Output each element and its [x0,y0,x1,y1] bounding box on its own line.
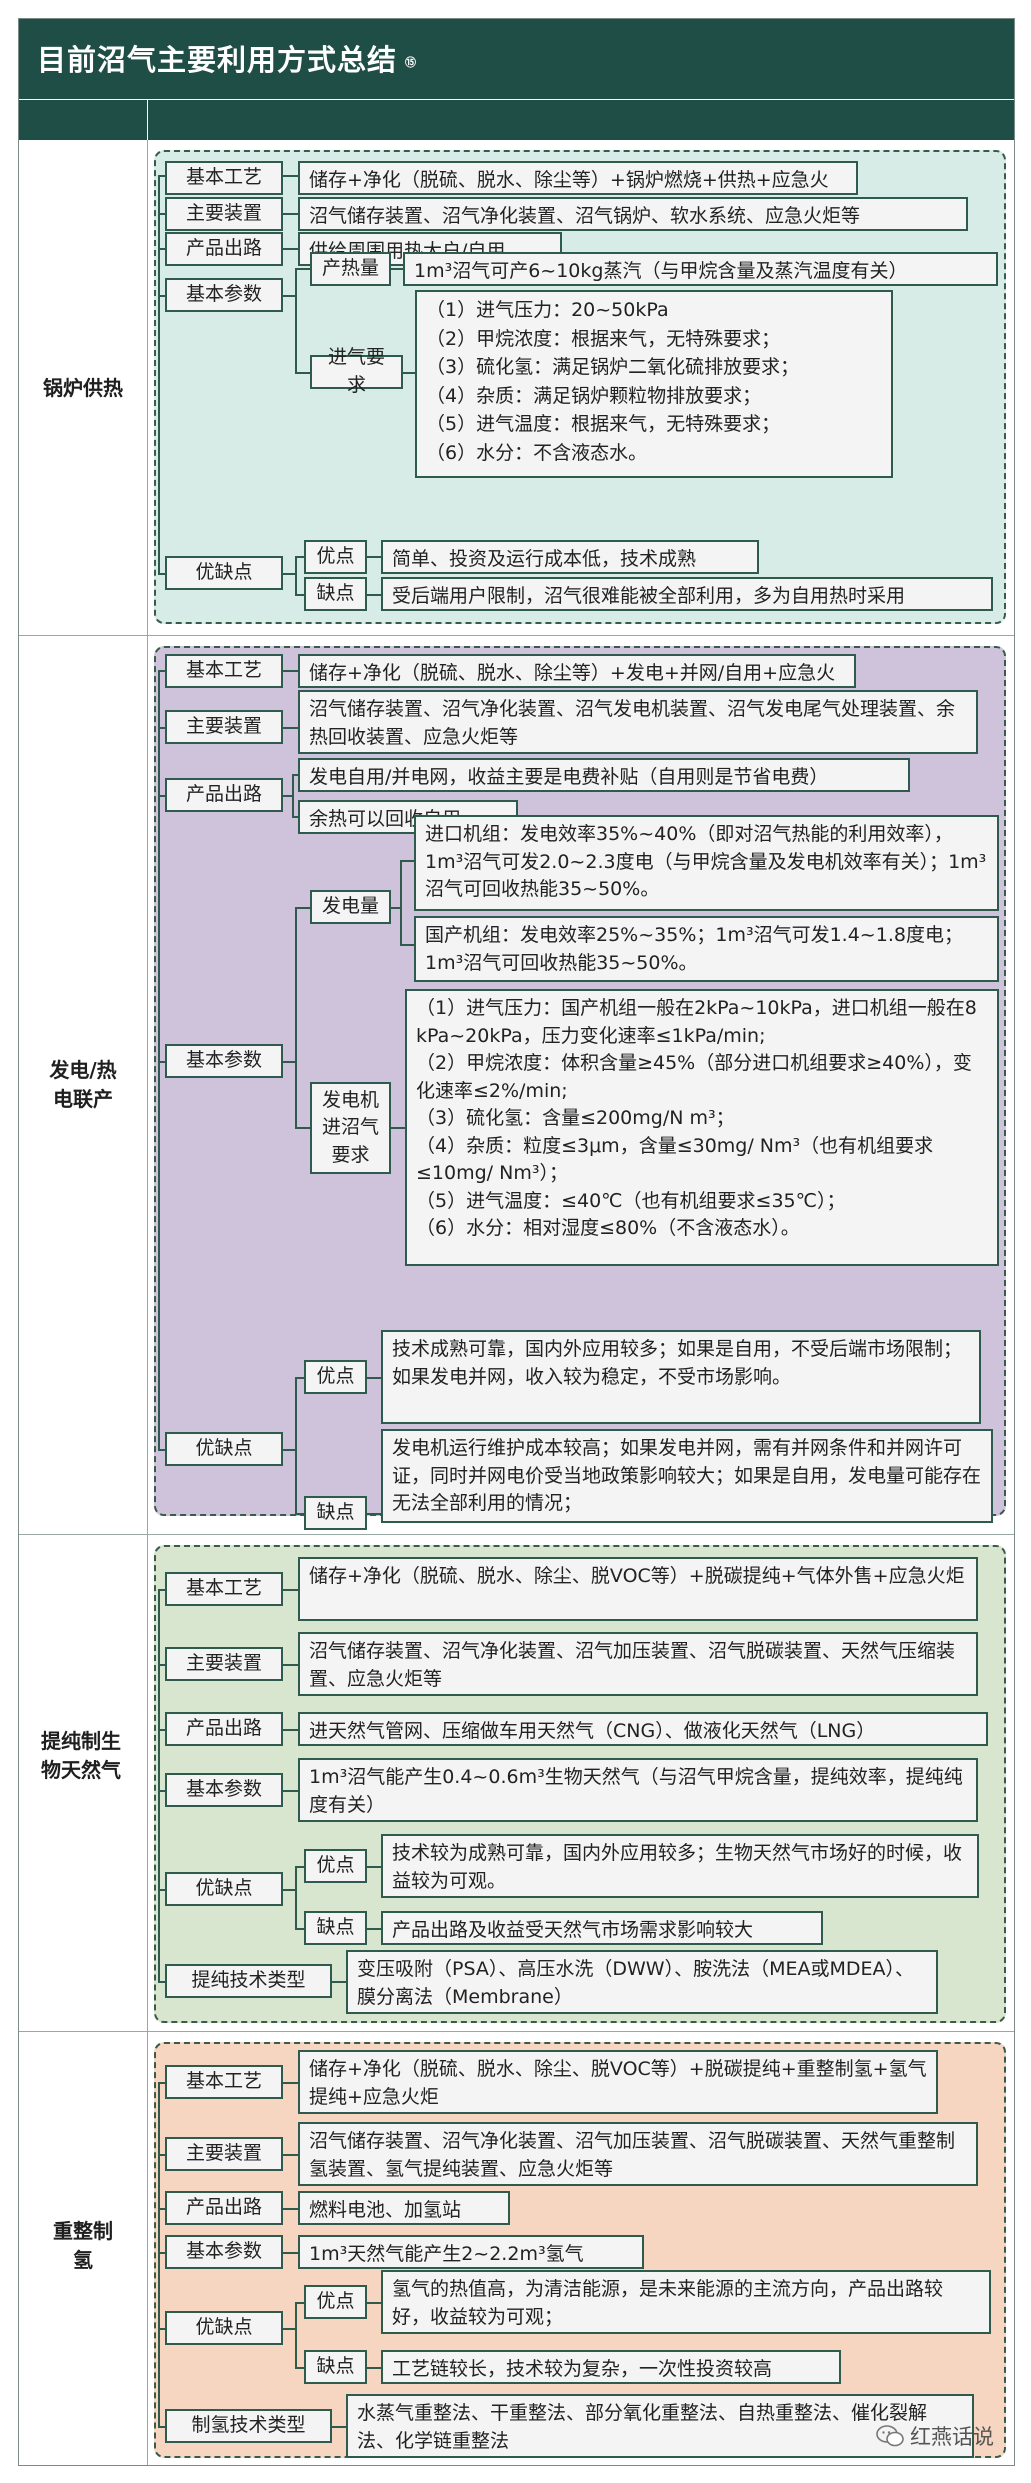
power-gen-import: 进口机组：发电效率35%~40%（即对沼气热能的利用效率），1m³沼气可发2.0… [414,815,999,911]
section-label-biomethane: 提纯制生物天然气 [19,1535,148,2032]
bio-outlet-text: 进天然气管网、压缩做车用天然气（CNG）、做液化天然气（LNG） [298,1712,988,1746]
bio-pros-label: 优点 [304,1849,367,1883]
h2-outlet-text: 燃料电池、加氢站 [298,2191,510,2225]
h2-equip-label: 主要装置 [165,2137,283,2171]
power-gen-label: 发电量 [310,890,391,924]
section-label-boiler: 锅炉供热 [19,140,148,636]
mind-map-frame: 目前沼气主要利用方式总结 ⑮ 锅炉供热 [18,18,1015,2466]
boiler-heat-text: 1m³沼气可产6~10kg蒸汽（与甲烷含量及蒸汽温度有关） [403,252,998,286]
power-equip-label: 主要装置 [165,710,283,744]
power-inlet-label: 发电机进沼气要求 [310,1082,391,1174]
watermark-text: 红燕话说 [910,2425,994,2449]
section-area-biomethane: 基本工艺 储存+净化（脱硫、脱水、除尘、脱VOC等）+脱碳提纯+气体外售+应急火… [148,1535,1014,2032]
section-area-boiler: 基本工艺 储存+净化（脱硫、脱水、除尘等）+锅炉燃烧+供热+应急火炬 主要装置 … [148,140,1014,636]
h2-equip-text: 沼气储存装置、沼气净化装置、沼气加压装置、沼气脱碳装置、天然气重整制氢装置、氢气… [298,2122,978,2186]
bio-equip-label: 主要装置 [165,1647,283,1681]
column-header-row [19,99,1014,140]
boiler-proscons-label: 优缺点 [165,556,283,590]
boiler-inlet-5: （5）进气温度：根据来气，无特殊要求； [426,413,781,435]
boiler-equip-label: 主要装置 [165,197,283,231]
bio-cons-text: 产品出路及收益受天然气市场需求影响较大 [381,1911,823,1945]
section-label-hydrogen: 重整制氢 [19,2032,148,2465]
section-title-power: 发电/热电联产 [49,1058,117,1111]
boiler-inlet-label: 进气要求 [310,346,403,396]
power-cons-text: 发电机运行维护成本较高；如果发电并网，需有并网条件和并网许可证，同时并网电价受当… [381,1429,993,1523]
section-area-power: 基本工艺 储存+净化（脱硫、脱水、除尘等）+发电+并网/自用+应急火炬 主要装置… [148,636,1014,1535]
bio-outlet-label: 产品出路 [165,1712,283,1746]
power-inlet-1: （1）进气压力：国产机组一般在2kPa~10kPa，进口机组一般在8 kPa~2… [416,997,977,1047]
h2-params-text: 1m³天然气能产生2~2.2m³氢气 [298,2235,644,2269]
page-title: 目前沼气主要利用方式总结 ⑮ [37,37,417,79]
power-outlet-text-1: 发电自用/并电网，收益主要是电费补贴（自用则是节省电费） [298,758,910,792]
boiler-equip-text: 沼气储存装置、沼气净化装置、沼气锅炉、软水系统、应急火炬等 [298,197,968,231]
title-bar: 目前沼气主要利用方式总结 ⑮ [19,19,1014,99]
bio-tech-text: 变压吸附（PSA）、高压水洗（DWW）、胺洗法（MEA或MDEA）、膜分离法（M… [346,1950,938,2014]
bio-process-label: 基本工艺 [165,1572,283,1606]
section-label-power: 发电/热电联产 [19,636,148,1535]
boiler-cons-label: 缺点 [304,577,367,611]
panel-power: 基本工艺 储存+净化（脱硫、脱水、除尘等）+发电+并网/自用+应急火炬 主要装置… [154,646,1006,1530]
section-title-hydrogen: 重整制氢 [53,2219,113,2272]
h2-tech-text: 水蒸气重整法、干重整法、部分氧化重整法、自热重整法、催化裂解法、化学链重整法 [346,2394,974,2458]
h2-pros-label: 优点 [304,2285,367,2319]
bio-params-text: 1m³沼气能产生0.4~0.6m³生物天然气（与沼气甲烷含量，提纯效率，提纯纯度… [298,1758,978,1822]
page-title-text: 目前沼气主要利用方式总结 [37,43,398,77]
boiler-process-text: 储存+净化（脱硫、脱水、除尘等）+锅炉燃烧+供热+应急火炬 [298,161,858,219]
section-area-hydrogen: 基本工艺 储存+净化（脱硫、脱水、除尘、脱VOC等）+脱碳提纯+重整制氢+氢气提… [148,2032,1014,2465]
power-process-text: 储存+净化（脱硫、脱水、除尘等）+发电+并网/自用+应急火炬 [298,654,856,712]
power-pros-text: 技术成熟可靠，国内外应用较多；如果是自用，不受后端市场限制；如果发电并网，收入较… [381,1330,981,1424]
h2-pros-text: 氢气的热值高，为清洁能源，是未来能源的主流方向，产品出路较好，收益较为可观； [381,2270,991,2334]
power-outlet-label: 产品出路 [165,778,283,812]
power-inlet-3: （3）硫化氢：含量≤200mg/N m³； [416,1107,735,1130]
boiler-outlet-label: 产品出路 [165,232,283,266]
boiler-cons-text: 受后端用户限制，沼气很难能被全部利用，多为自用热时采用 [381,577,993,611]
boiler-inlet-1: （1）进气压力：20~50kPa [426,299,669,321]
note-icon: ⑮ [405,56,418,69]
power-inlet-5: （5）进气温度：≤40℃（也有机组要求≤35℃）； [416,1189,846,1212]
panel-hydrogen: 基本工艺 储存+净化（脱硫、脱水、除尘、脱VOC等）+脱碳提纯+重整制氢+氢气提… [154,2042,1006,2458]
boiler-pros-label: 优点 [304,540,367,574]
h2-cons-text: 工艺链较长，技术较为复杂，一次性投资较高 [381,2350,841,2384]
power-pros-label: 优点 [304,1360,367,1394]
bio-cons-label: 缺点 [304,1911,367,1945]
power-gen-domestic: 国产机组：发电效率25%~35%；1m³沼气可发1.4~1.8度电；1m³沼气可… [414,916,999,982]
boiler-inlet-3: （3）硫化氢：满足锅炉二氧化硫排放要求； [426,356,800,378]
boiler-inlet-4: （4）杂质：满足锅炉颗粒物排放要求； [426,384,762,407]
watermark: 红燕话说 [876,2421,994,2451]
power-params-label: 基本参数 [165,1044,283,1078]
boiler-params-label: 基本参数 [165,278,283,312]
power-inlet-4: （4）杂质：粒度≤3μm，含量≤30mg/ Nm³（也有机组要求≤10mg/ N… [416,1134,934,1185]
boiler-pros-text: 简单、投资及运行成本低，技术成熟 [381,540,759,574]
bio-pros-text: 技术较为成熟可靠，国内外应用较多；生物天然气市场好的时候，收益较为可观。 [381,1834,979,1898]
power-process-label: 基本工艺 [165,654,283,688]
power-proscons-label: 优缺点 [165,1432,283,1466]
boiler-inlet-list: （1）进气压力：20~50kPa （2）甲烷浓度：根据来气，无特殊要求； （3）… [415,290,893,478]
power-cons-label: 缺点 [304,1496,367,1530]
power-inlet-6: （6）水分：相对湿度≤80%（不含液态水）。 [416,1217,800,1240]
power-inlet-list: （1）进气压力：国产机组一般在2kPa~10kPa，进口机组一般在8 kPa~2… [405,989,999,1266]
wechat-icon [876,2425,904,2447]
h2-outlet-label: 产品出路 [165,2191,283,2225]
bio-proscons-label: 优缺点 [165,1872,283,1906]
bio-equip-text: 沼气储存装置、沼气净化装置、沼气加压装置、沼气脱碳装置、天然气压缩装置、应急火炬… [298,1632,978,1696]
boiler-process-label: 基本工艺 [165,161,283,195]
power-inlet-2: （2）甲烷浓度：体积含量≥45%（部分进口机组要求≥40%），变化速率≤2%/m… [416,1052,972,1102]
h2-proscons-label: 优缺点 [165,2311,283,2345]
power-equip-text: 沼气储存装置、沼气净化装置、沼气发电机装置、沼气发电尾气处理装置、余热回收装置、… [298,690,978,754]
section-title-boiler: 锅炉供热 [43,376,123,400]
h2-process-text: 储存+净化（脱硫、脱水、除尘、脱VOC等）+脱碳提纯+重整制氢+氢气提纯+应急火… [298,2050,938,2114]
bio-process-text: 储存+净化（脱硫、脱水、除尘、脱VOC等）+脱碳提纯+气体外售+应急火炬 [298,1557,978,1621]
bio-params-label: 基本参数 [165,1773,283,1807]
h2-tech-label: 制氢技术类型 [165,2409,332,2443]
boiler-heat-label: 产热量 [310,252,391,286]
panel-biomethane: 基本工艺 储存+净化（脱硫、脱水、除尘、脱VOC等）+脱碳提纯+气体外售+应急火… [154,1545,1006,2023]
section-title-biomethane: 提纯制生物天然气 [41,1729,121,1782]
boiler-inlet-2: （2）甲烷浓度：根据来气，无特殊要求； [426,327,781,350]
h2-process-label: 基本工艺 [165,2065,283,2099]
bio-tech-label: 提纯技术类型 [165,1964,332,1998]
boiler-inlet-6: （6）水分：不含液态水。 [426,441,648,464]
panel-boiler: 基本工艺 储存+净化（脱硫、脱水、除尘等）+锅炉燃烧+供热+应急火炬 主要装置 … [154,150,1006,624]
h2-cons-label: 缺点 [304,2350,367,2384]
h2-params-label: 基本参数 [165,2235,283,2269]
